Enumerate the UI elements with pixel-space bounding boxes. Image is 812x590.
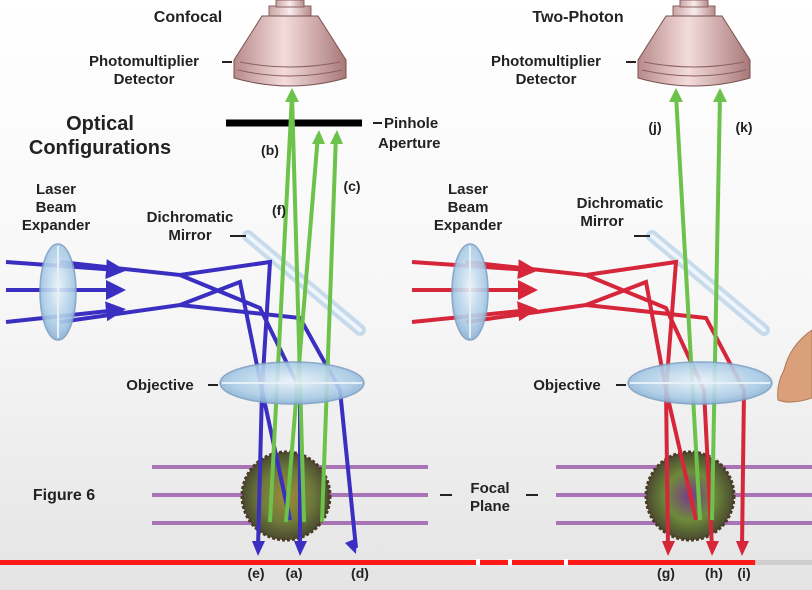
green-arrowheads-left xyxy=(285,88,343,144)
title-confocal: Confocal xyxy=(154,9,222,26)
progress-fill xyxy=(0,560,756,565)
focal-plane-line1: Focal xyxy=(470,480,509,497)
mirror-right-line1: Dichromatic xyxy=(577,195,664,212)
expander-left-line2: Beam xyxy=(36,199,77,216)
expander-left-line3: Expander xyxy=(22,217,91,234)
objective-lens-right xyxy=(627,361,773,405)
beam-expander-lens-left xyxy=(39,243,77,341)
laser-beams-two-photon xyxy=(411,259,747,549)
label-g: (g) xyxy=(657,565,675,581)
objective-label-left: Objective xyxy=(126,377,194,394)
expander-left-line1: Laser xyxy=(36,181,76,198)
focal-plane-line2: Plane xyxy=(470,498,510,515)
label-i: (i) xyxy=(737,565,750,581)
photomultiplier-detector-left xyxy=(233,0,347,87)
mirror-right-line2: Mirror xyxy=(580,213,624,230)
label-j: (j) xyxy=(648,119,661,135)
progress-chapter-gaps xyxy=(476,559,568,566)
photomultiplier-detector-right xyxy=(637,0,751,87)
pinhole-label-line2: Aperture xyxy=(378,135,441,152)
detector-label-right-line1: Photomultiplier xyxy=(491,53,601,70)
pinhole-label-line1: Pinhole xyxy=(384,115,438,132)
dichromatic-mirror-right xyxy=(646,230,770,336)
presenter-hand xyxy=(777,329,812,403)
red-arrowheads xyxy=(662,541,749,556)
objective-lens-left xyxy=(219,361,365,405)
heading-line1: Optical xyxy=(66,113,134,135)
leader-lines xyxy=(208,61,650,496)
emission-beams-confocal xyxy=(268,94,338,523)
label-a: (a) xyxy=(285,565,302,581)
expander-right-line2: Beam xyxy=(448,199,489,216)
detector-label-right-line2: Detector xyxy=(516,71,577,88)
expander-right-line1: Laser xyxy=(448,181,488,198)
beam-expander-lens-right xyxy=(451,243,489,341)
mirror-left-line1: Dichromatic xyxy=(147,209,234,226)
label-f: (f) xyxy=(272,202,286,218)
expander-right-line3: Expander xyxy=(434,217,503,234)
label-d: (d) xyxy=(351,565,369,581)
label-k: (k) xyxy=(735,119,752,135)
blue-arrowheads xyxy=(252,538,357,556)
heading-line2: Configurations xyxy=(29,137,171,159)
green-arrowheads-right xyxy=(669,88,727,102)
objective-label-right: Objective xyxy=(533,377,601,394)
emission-beams-two-photon xyxy=(674,94,722,521)
label-e: (e) xyxy=(247,565,264,581)
label-c: (c) xyxy=(343,178,360,194)
title-two-photon: Two-Photon xyxy=(532,9,623,26)
figure-label: Figure 6 xyxy=(33,487,95,504)
detector-label-left-line2: Detector xyxy=(114,71,175,88)
label-h: (h) xyxy=(705,565,723,581)
label-b: (b) xyxy=(261,142,279,158)
detector-label-left-line1: Photomultiplier xyxy=(89,53,199,70)
mirror-left-line2: Mirror xyxy=(168,227,212,244)
